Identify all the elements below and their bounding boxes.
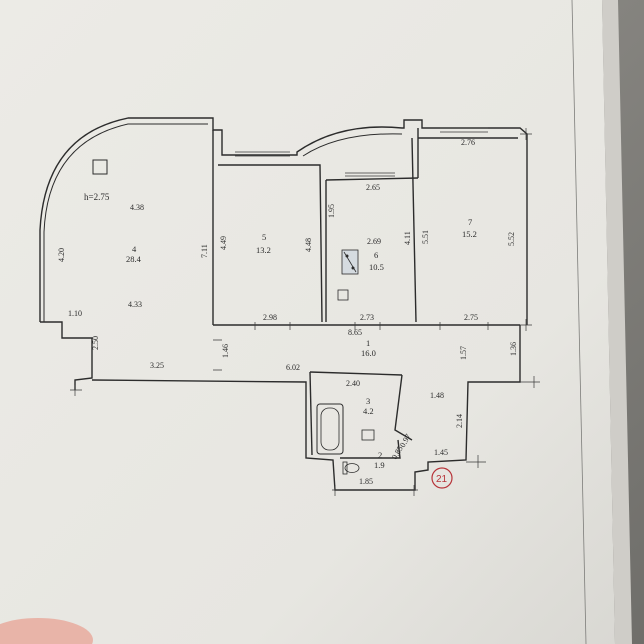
balcony-arc-inner — [302, 133, 403, 157]
ceiling-height-label: h=2.75 — [84, 192, 110, 202]
room-area-5: 13.2 — [256, 245, 271, 255]
dim-2-40: 2.40 — [346, 379, 360, 388]
dim-2-76: 2.76 — [461, 138, 475, 147]
door-marks-left — [213, 339, 222, 371]
wc-top-wall — [340, 439, 401, 459]
paper-sheet — [0, 0, 615, 644]
floor-plan — [39, 117, 540, 496]
dim-1-36: 1.36 — [509, 342, 518, 356]
room-area-7: 15.2 — [462, 229, 477, 239]
paper-edge — [602, 0, 632, 644]
finger — [0, 618, 93, 644]
dim-1-57: 1.57 — [459, 346, 468, 360]
dim-5-52: 5.52 — [507, 232, 516, 246]
stove-icon — [341, 249, 359, 275]
tick-right-mid — [520, 319, 532, 331]
chimney-square — [92, 159, 108, 175]
room-area-4: 28.4 — [126, 254, 142, 264]
bay-window-inner — [43, 123, 208, 322]
room-area-1: 16.0 — [361, 348, 376, 358]
apartment-stamp: 21 — [431, 467, 453, 489]
tick-bottom-wc — [332, 485, 418, 496]
dim-1-46: 1.46 — [221, 344, 230, 358]
dim-1-48: 1.48 — [430, 391, 444, 400]
dim-4-20: 4.20 — [57, 248, 66, 262]
room-number-1: 1 — [366, 338, 370, 348]
room-area-6: 10.5 — [369, 262, 384, 272]
dim-1-85: 1.85 — [359, 477, 373, 486]
room-number-5: 5 — [262, 232, 266, 242]
room-number-6: 6 — [374, 250, 378, 260]
dim-2-69: 2.69 — [367, 237, 381, 246]
bathtub-icon — [316, 403, 344, 455]
room-number-4: 4 — [132, 244, 137, 254]
tick-bottom-left — [70, 385, 82, 396]
tick-top-right — [520, 128, 532, 140]
window-room-6 — [345, 172, 395, 177]
room-area-2: 1.9 — [374, 460, 385, 470]
dim-1-45: 1.45 — [434, 448, 448, 457]
dim-2-65: 2.65 — [366, 183, 380, 192]
dim-4-48: 4.48 — [304, 238, 313, 252]
room-number-2: 2 — [378, 450, 382, 460]
dim-1-10: 1.10 — [68, 309, 82, 318]
tick-right-low — [520, 376, 540, 388]
dim-8-65: 8.65 — [348, 328, 362, 337]
dim-2-14: 2.14 — [455, 414, 464, 428]
dim-2-50: 2.50 — [91, 336, 100, 350]
stamp-number: 21 — [436, 474, 448, 485]
room-5-walls — [218, 164, 323, 323]
bath-right-wall — [394, 374, 413, 441]
dim-2-73: 2.73 — [360, 313, 374, 322]
room-number-7: 7 — [468, 217, 472, 227]
dim-4-33: 4.33 — [128, 300, 142, 309]
tick-bottom-right — [466, 455, 486, 468]
dim-3-25: 3.25 — [150, 361, 164, 370]
room-number-3: 3 — [366, 396, 370, 406]
dim-4-11: 4.11 — [403, 231, 412, 245]
stamp-circle — [431, 467, 453, 489]
toilet-icon — [342, 461, 360, 475]
window-room-7 — [440, 127, 488, 133]
dim-1-95: 1.95 — [327, 204, 336, 218]
bath-top-wall — [309, 371, 403, 376]
room-area-3: 4.2 — [363, 406, 374, 416]
door-marks — [254, 322, 489, 330]
wash-basin-icon — [361, 429, 375, 441]
window-room-5 — [235, 151, 290, 157]
outer-wall-top — [39, 117, 528, 325]
dim-2-75: 2.75 — [464, 313, 478, 322]
page-frame-line — [571, 0, 587, 644]
dim-4-38: 4.38 — [130, 203, 144, 212]
kitchen-sink-icon — [337, 289, 349, 301]
outer-wall-bottom — [91, 325, 521, 491]
outer-wall-left — [40, 321, 93, 390]
plan-labels: h=2.75 4 28.4 5 13.2 6 10.5 7 15.2 1 16.… — [57, 138, 518, 486]
dim-2-98: 2.98 — [263, 313, 277, 322]
dim-6-02: 6.02 — [286, 363, 300, 372]
bath-left-wall — [309, 371, 313, 456]
dim-5-51: 5.51 — [421, 230, 430, 244]
dim-4-49: 4.49 — [219, 236, 228, 250]
wall-6-7 — [411, 137, 417, 323]
dim-7-11: 7.11 — [200, 244, 209, 258]
room-6-top-wall — [325, 177, 419, 181]
